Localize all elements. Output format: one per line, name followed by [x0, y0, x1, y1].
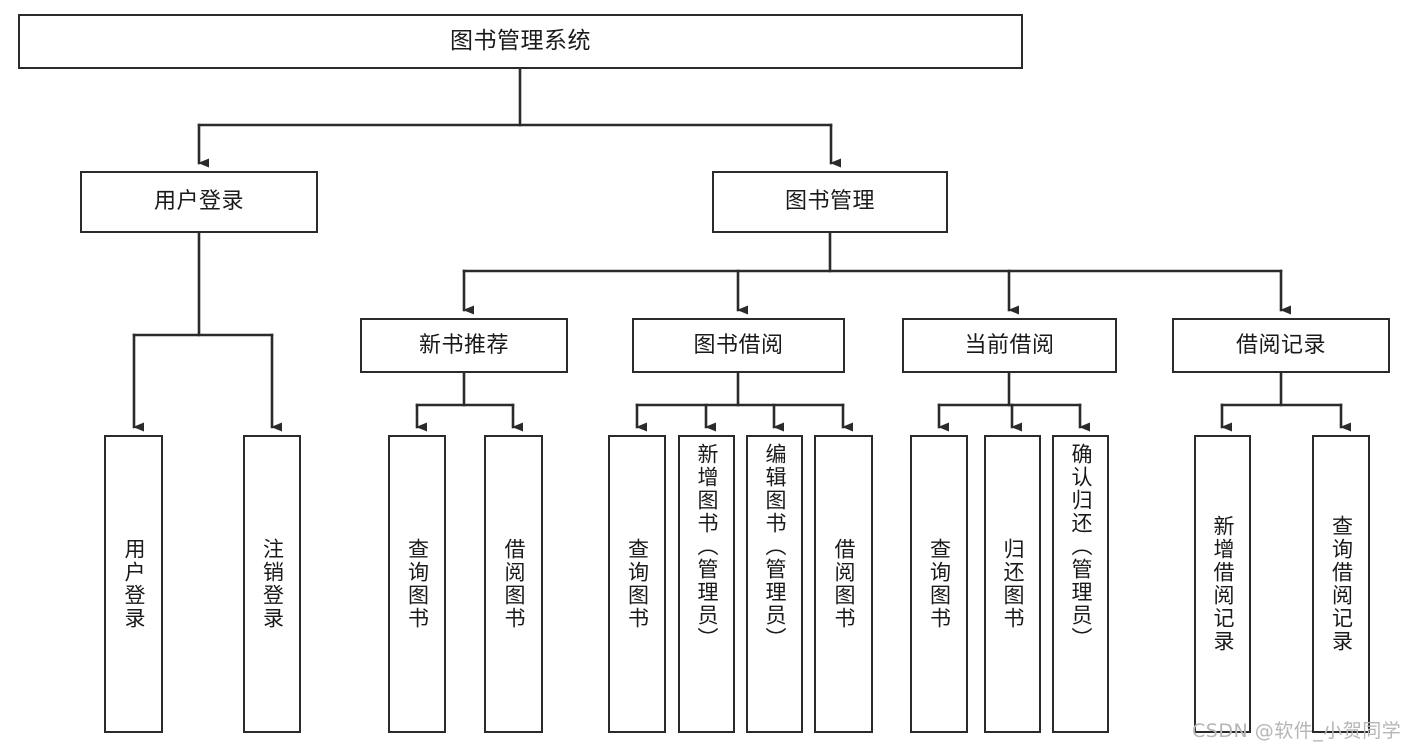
leaf-borrow-edit-book-admin[interactable]: 编辑图书（管理员）	[746, 435, 803, 733]
leaf-borrow-add-book-admin[interactable]: 新增图书（管理员）	[678, 435, 735, 733]
node-current-borrow-label: 当前借阅	[964, 332, 1055, 358]
node-root-label: 图书管理系统	[450, 27, 591, 54]
node-book-borrow[interactable]: 图书借阅	[632, 318, 845, 373]
node-root[interactable]: 图书管理系统	[18, 14, 1023, 69]
leaf-user-logout[interactable]: 注销登录	[243, 435, 301, 733]
leaf-borrow-borrow-book[interactable]: 借阅图书	[814, 435, 873, 733]
watermark-text: CSDN @软件_小贺同学	[1192, 720, 1402, 742]
leaf-borrow-query-book-label: 查询图书	[625, 538, 650, 630]
leaf-current-return-book-label: 归还图书	[1001, 538, 1025, 630]
node-borrow-record[interactable]: 借阅记录	[1172, 318, 1390, 373]
leaf-record-add-record-label: 新增借阅记录	[1211, 515, 1235, 653]
leaf-current-confirm-return-admin[interactable]: 确认归还（管理员）	[1052, 435, 1109, 733]
leaf-record-add-record[interactable]: 新增借阅记录	[1194, 435, 1251, 733]
node-current-borrow[interactable]: 当前借阅	[902, 318, 1117, 373]
leaf-newbook-borrow-book-label: 借阅图书	[502, 538, 526, 630]
leaf-user-logout-label: 注销登录	[260, 538, 285, 630]
leaf-current-return-book[interactable]: 归还图书	[984, 435, 1041, 733]
leaf-borrow-add-book-admin-label: 新增图书（管理员）	[695, 443, 719, 650]
leaf-user-login[interactable]: 用户登录	[104, 435, 163, 733]
leaf-record-query-record[interactable]: 查询借阅记录	[1312, 435, 1370, 733]
node-book-management[interactable]: 图书管理	[712, 171, 948, 233]
leaf-newbook-query-book-label: 查询图书	[405, 538, 430, 630]
leaf-record-query-record-label: 查询借阅记录	[1329, 515, 1354, 653]
leaf-current-query-book[interactable]: 查询图书	[910, 435, 968, 733]
node-new-book-recommend[interactable]: 新书推荐	[360, 318, 568, 373]
leaf-borrow-borrow-book-label: 借阅图书	[832, 538, 856, 630]
leaf-borrow-query-book[interactable]: 查询图书	[608, 435, 666, 733]
leaf-user-login-label: 用户登录	[122, 538, 146, 630]
node-new-book-recommend-label: 新书推荐	[418, 332, 509, 358]
node-book-borrow-label: 图书借阅	[693, 332, 784, 358]
leaf-newbook-borrow-book[interactable]: 借阅图书	[484, 435, 543, 733]
node-book-management-label: 图书管理	[784, 189, 875, 215]
leaf-newbook-query-book[interactable]: 查询图书	[388, 435, 446, 733]
leaf-borrow-edit-book-admin-label: 编辑图书（管理员）	[763, 443, 787, 650]
node-user-login-label: 用户登录	[153, 189, 244, 215]
leaf-current-confirm-return-admin-label: 确认归还（管理员）	[1069, 443, 1093, 650]
node-borrow-record-label: 借阅记录	[1235, 332, 1326, 358]
leaf-current-query-book-label: 查询图书	[927, 538, 952, 630]
node-user-login[interactable]: 用户登录	[80, 171, 318, 233]
